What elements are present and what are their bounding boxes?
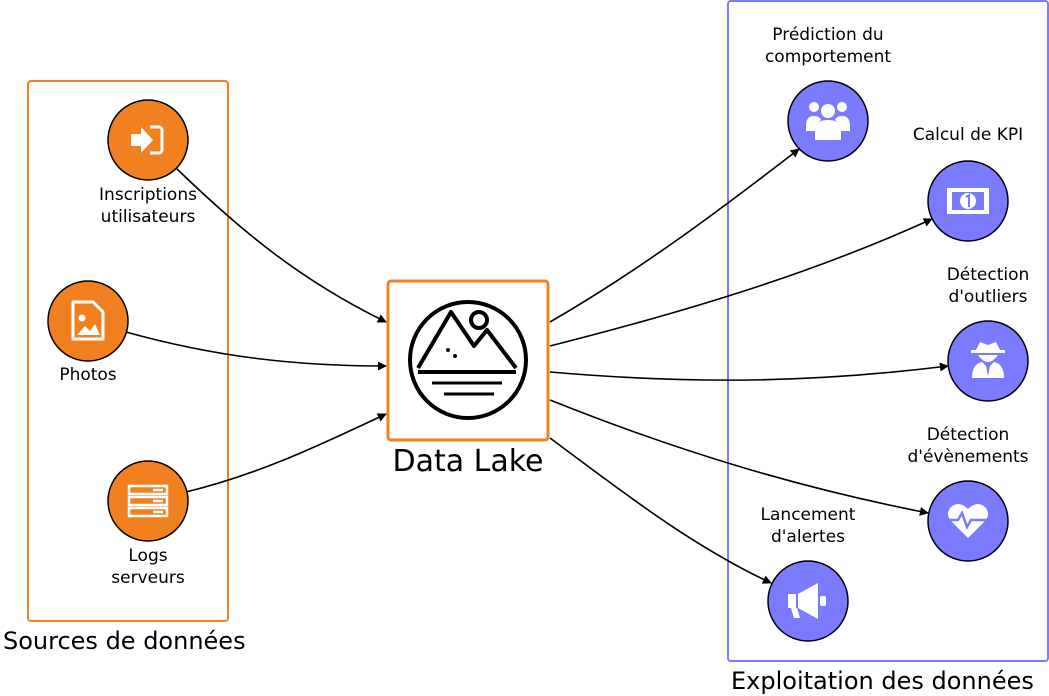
edge-lake-to-prediction xyxy=(549,148,800,323)
edge-inscriptions-to-lake xyxy=(175,167,387,323)
source-label-photos: Photos xyxy=(59,365,117,385)
edge-photos-to-lake xyxy=(125,331,387,371)
outputs-group-box xyxy=(727,0,1049,662)
output-node-outliers[interactable] xyxy=(947,320,1029,402)
source-label-inscriptions: Inscriptions utilisateurs xyxy=(99,185,197,227)
sources-group-box xyxy=(27,80,229,622)
output-node-kpi[interactable] xyxy=(927,160,1009,242)
edge-lake-to-alerts xyxy=(549,437,772,584)
edge-lake-to-events xyxy=(549,399,929,516)
sources-group-title: Sources de données xyxy=(3,627,246,655)
output-label-kpi: Calcul de KPI xyxy=(912,125,1024,145)
edges xyxy=(125,148,949,584)
edge-logs-to-lake xyxy=(185,413,387,493)
image-file-icon xyxy=(71,300,105,341)
source-node-photos[interactable] xyxy=(47,280,129,362)
source-node-logs[interactable] xyxy=(107,460,189,542)
megaphone-icon xyxy=(788,583,826,619)
output-label-events: Détection d'évènements xyxy=(907,425,1029,467)
data-lake-node[interactable] xyxy=(386,279,550,442)
source-label-logs: Logs serveurs xyxy=(111,546,185,588)
output-label-outliers: Détection d'outliers xyxy=(946,265,1030,307)
output-node-alerts[interactable] xyxy=(767,560,849,642)
sign-in-icon xyxy=(131,125,164,155)
output-node-events[interactable] xyxy=(927,480,1009,562)
output-node-prediction[interactable] xyxy=(787,80,869,162)
lake-mountain-icon xyxy=(408,300,528,420)
banknote-icon xyxy=(947,188,989,214)
user-secret-icon xyxy=(971,342,1005,378)
edge-lake-to-outliers xyxy=(549,362,949,381)
users-group-icon xyxy=(806,102,850,140)
server-icon xyxy=(127,484,169,518)
outputs-group-title: Exploitation des données xyxy=(731,667,1034,695)
output-label-prediction: Prédiction du comportement xyxy=(764,25,892,67)
heartbeat-icon xyxy=(948,503,988,538)
source-node-inscriptions[interactable] xyxy=(107,99,189,181)
edge-lake-to-kpi xyxy=(549,218,933,347)
output-label-alerts: Lancement d'alertes xyxy=(760,505,856,547)
data-lake-label: Data Lake xyxy=(392,444,544,479)
